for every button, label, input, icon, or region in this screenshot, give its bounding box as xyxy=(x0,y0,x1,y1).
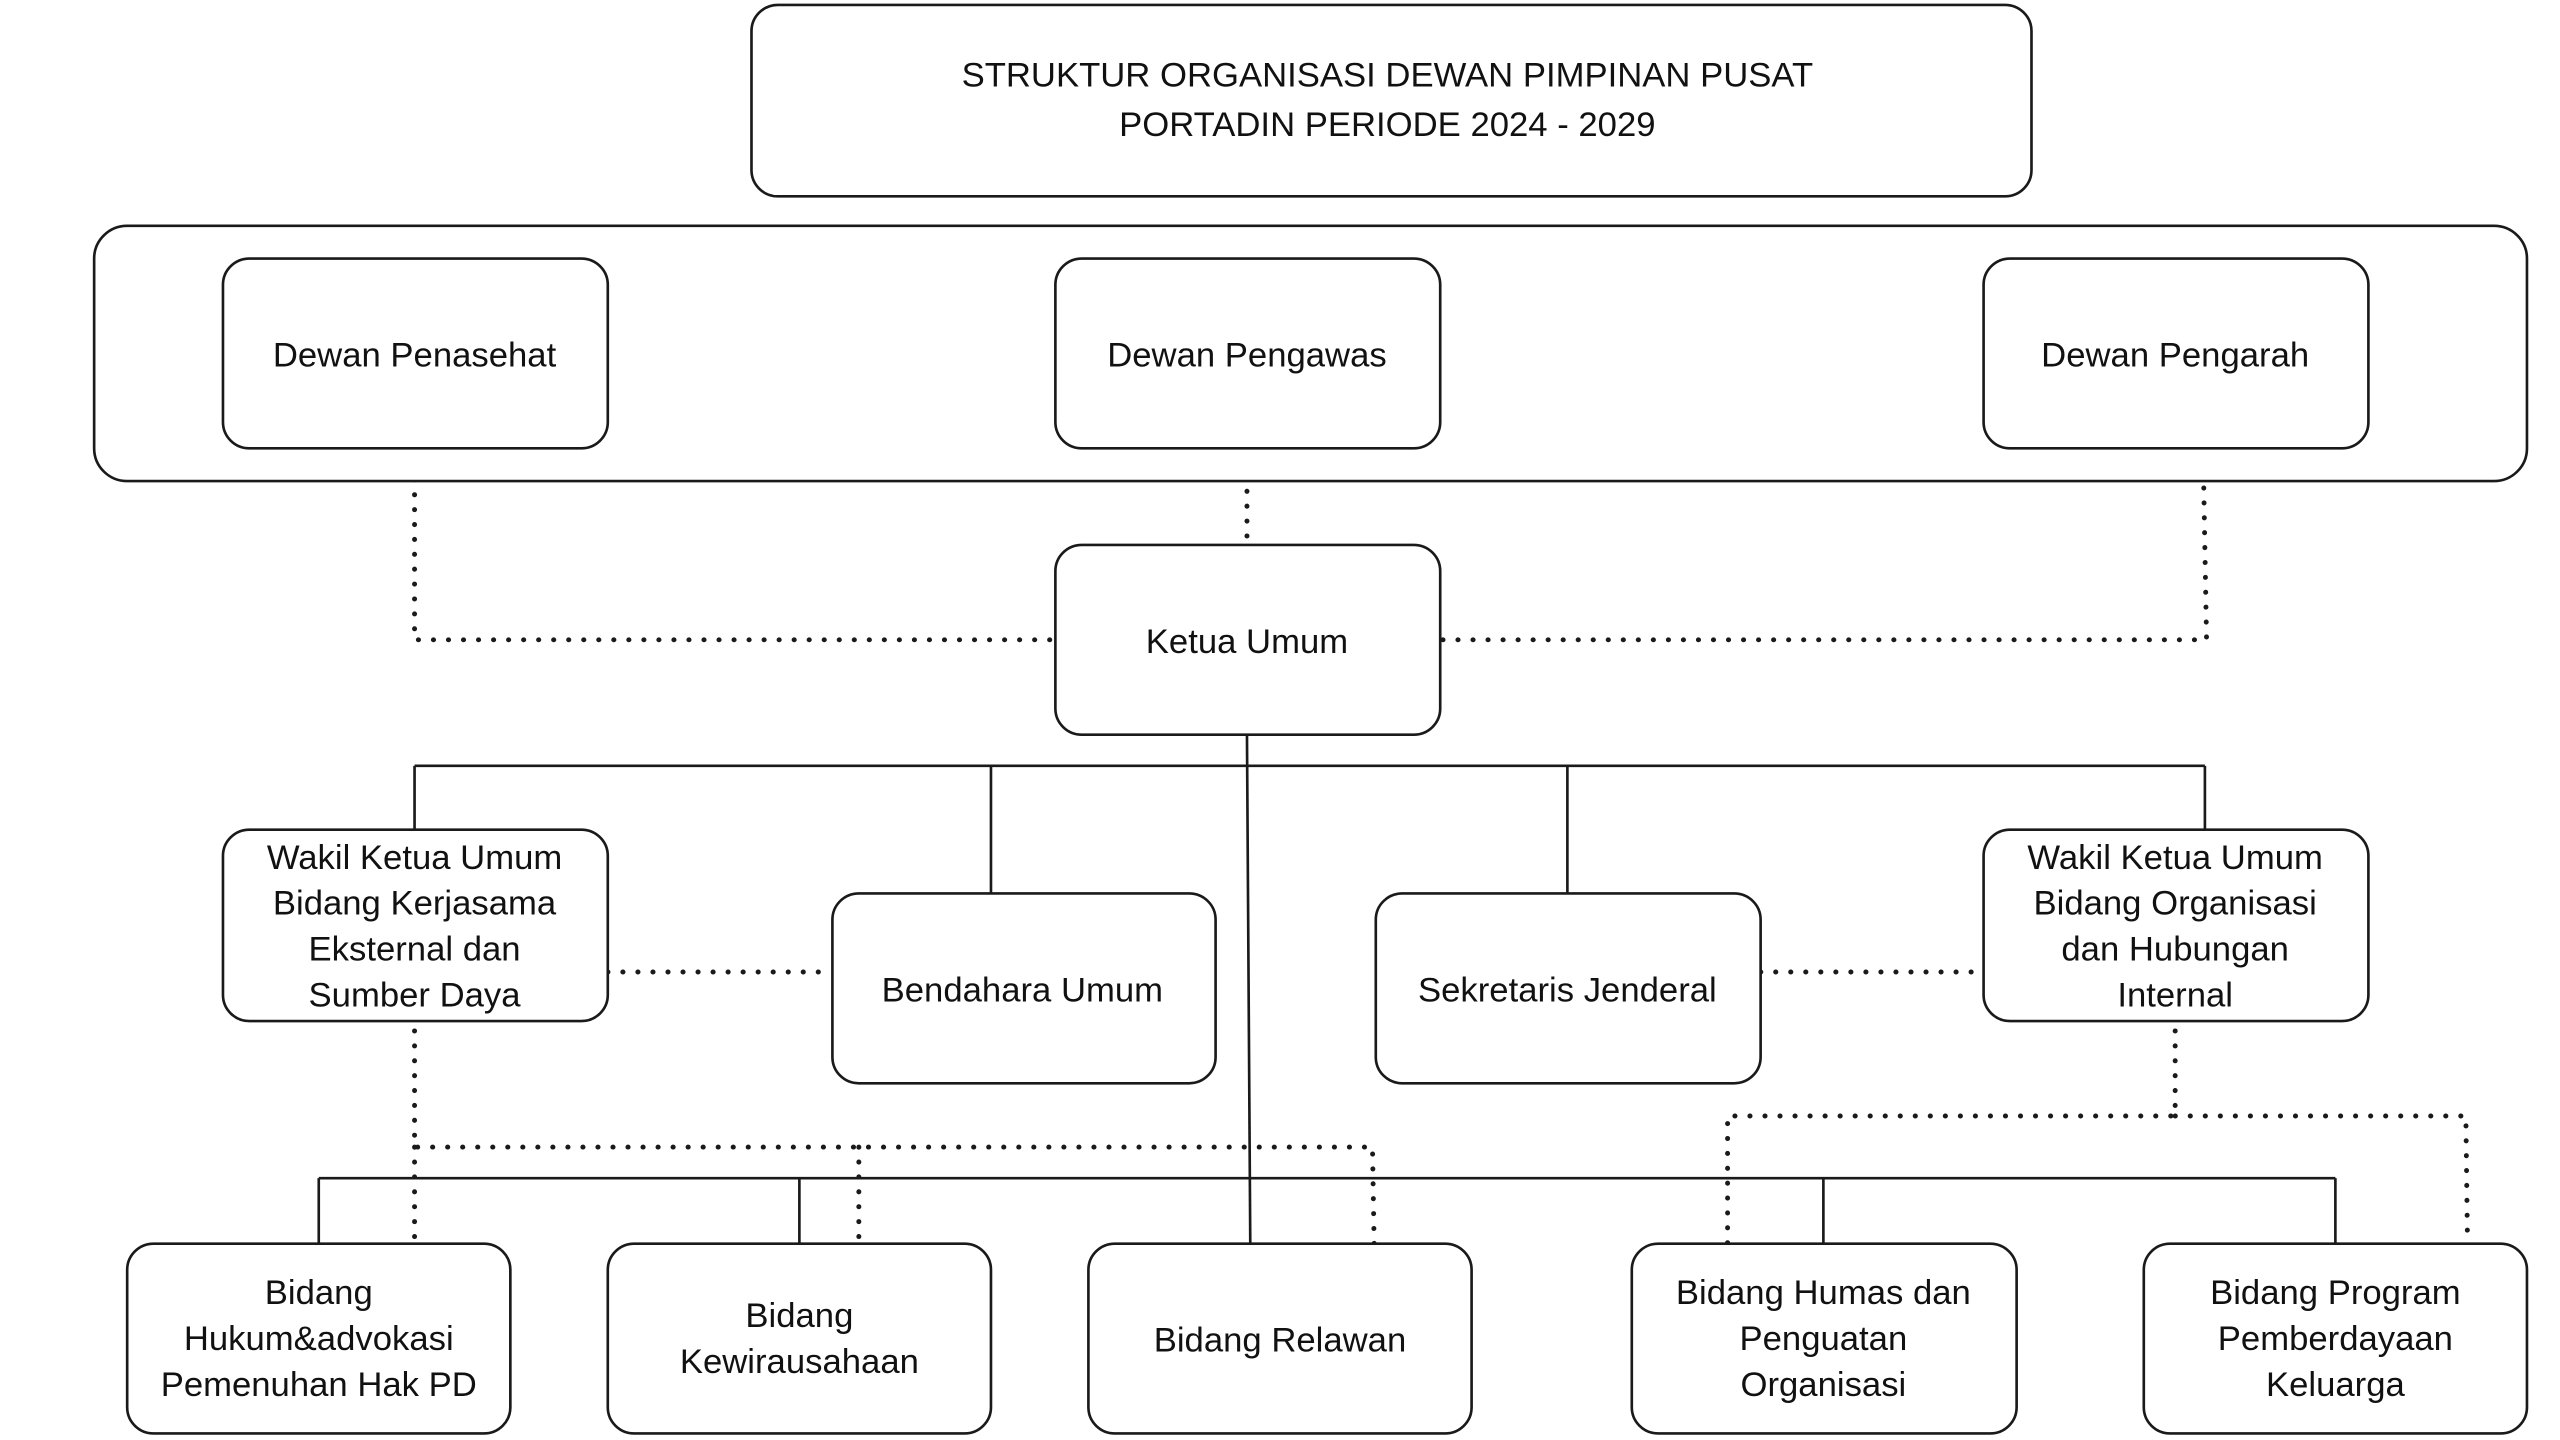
node-label: Hukum&advokasi xyxy=(184,1320,454,1358)
dotted-drop-program xyxy=(2172,1113,2470,1247)
solid-trunk xyxy=(1245,734,1252,1244)
node-label: Sekretaris Jenderal xyxy=(1418,972,1717,1010)
title-box: STRUKTUR ORGANISASI DEWAN PIMPINAN PUSAT… xyxy=(750,3,2033,198)
node-label: Internal xyxy=(2117,977,2233,1015)
node-sekretaris-jenderal[interactable]: Sekretaris Jenderal xyxy=(1374,892,1762,1085)
node-label: Wakil Ketua Umum xyxy=(267,839,562,877)
node-wakil-ketua-kerjasama[interactable]: Wakil Ketua Umum Bidang Kerjasama Ekster… xyxy=(221,828,610,1023)
node-label: Bidang Relawan xyxy=(1154,1322,1407,1360)
node-label: Bidang Kerjasama xyxy=(273,885,557,923)
node-bidang-kewirausahaan[interactable]: Bidang Kewirausahaan xyxy=(606,1242,993,1435)
node-bendahara-umum[interactable]: Bendahara Umum xyxy=(831,892,1217,1085)
node-label: Pemberdayaan xyxy=(2218,1320,2453,1358)
node-label: Bendahara Umum xyxy=(882,972,1163,1010)
node-label: Bidang xyxy=(745,1297,853,1335)
node-label: dan Hubungan xyxy=(2061,931,2289,969)
dotted-connector-pengarah xyxy=(1437,455,2210,643)
node-label: Bidang xyxy=(265,1274,373,1312)
node-label: Bidang Program xyxy=(2210,1274,2461,1312)
node-bidang-program-keluarga[interactable]: Bidang Program Pemberdayaan Keluarga xyxy=(2142,1242,2529,1435)
node-label: Eksternal dan xyxy=(309,931,521,969)
node-label: Organisasi xyxy=(1741,1366,1907,1404)
node-label: Pemenuhan Hak PD xyxy=(161,1366,477,1404)
node-label: Bidang Humas dan xyxy=(1676,1274,1971,1312)
node-label: Dewan Pengarah xyxy=(2041,337,2309,375)
node-bidang-hukum-advokasi[interactable]: Bidang Hukum&advokasi Pemenuhan Hak PD xyxy=(125,1242,512,1435)
node-label: Bidang Organisasi xyxy=(2033,885,2316,923)
node-bidang-humas[interactable]: Bidang Humas dan Penguatan Organisasi xyxy=(1630,1242,2018,1435)
node-label: Ketua Umum xyxy=(1146,623,1348,661)
dotted-connector-penasehat xyxy=(412,447,1058,643)
node-label: Keluarga xyxy=(2266,1366,2406,1404)
node-ketua-umum[interactable]: Ketua Umum xyxy=(1054,543,1442,737)
node-dewan-pengawas[interactable]: Dewan Pengawas xyxy=(1054,257,1442,450)
title-frame xyxy=(750,3,2033,198)
node-dewan-pengarah[interactable]: Dewan Pengarah xyxy=(1982,257,2370,450)
title-line-1: STRUKTUR ORGANISASI DEWAN PIMPINAN PUSAT xyxy=(962,57,1814,95)
connectors xyxy=(317,447,2470,1247)
node-label: Dewan Penasehat xyxy=(273,337,557,375)
node-label: Sumber Daya xyxy=(309,977,522,1015)
dotted-coordination-right xyxy=(1725,1028,2178,1247)
node-label: Dewan Pengawas xyxy=(1107,337,1387,375)
node-label: Penguatan xyxy=(1740,1320,1908,1358)
node-dewan-penasehat[interactable]: Dewan Penasehat xyxy=(221,257,610,450)
node-bidang-relawan[interactable]: Bidang Relawan xyxy=(1087,1242,1473,1435)
node-wakil-ketua-organisasi[interactable]: Wakil Ketua Umum Bidang Organisasi dan H… xyxy=(1982,828,2370,1023)
node-label: Kewirausahaan xyxy=(680,1343,919,1381)
node-label: Wakil Ketua Umum xyxy=(2027,839,2322,877)
dotted-coordination-left xyxy=(412,1028,1377,1247)
title-line-2: PORTADIN PERIODE 2024 - 2029 xyxy=(1119,106,1655,144)
